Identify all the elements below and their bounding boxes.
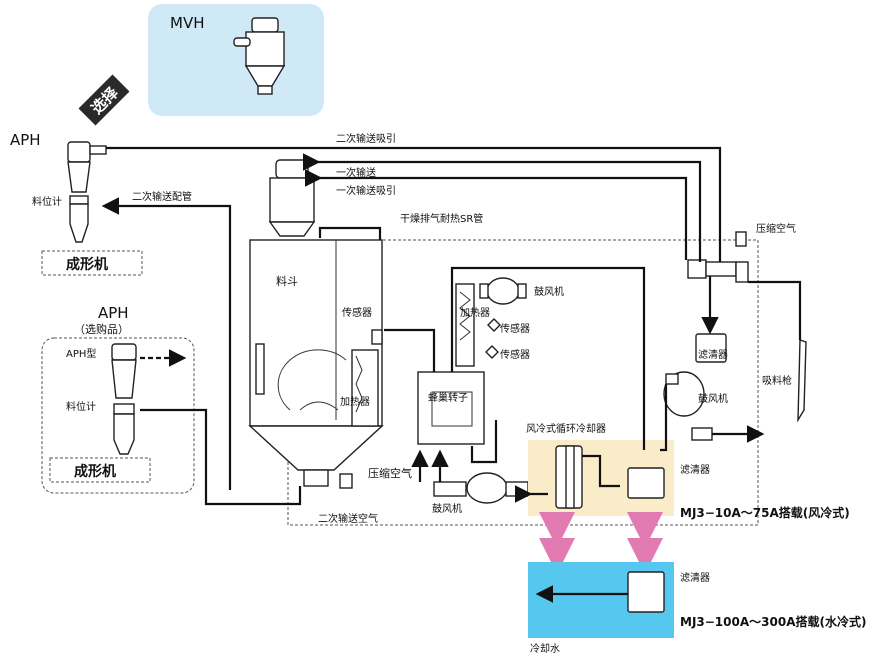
- rotor-label: 蜂巢转子: [428, 391, 468, 404]
- filter-label-1: 滤清器: [698, 348, 728, 361]
- hopper-heater: [351, 349, 379, 427]
- heater-label-2: 加热器: [460, 306, 490, 319]
- label-primary-suction: 一次输送吸引: [336, 184, 396, 197]
- suction-gun-label: 吸料枪: [762, 374, 792, 387]
- blower-label-2: 鼓风机: [432, 502, 462, 515]
- model-water-cooled: MJ3−100A～300A搭载(水冷式): [680, 614, 866, 629]
- compressed-air-label-2: 压缩空气: [756, 222, 796, 235]
- heater-label-1: 加热器: [340, 395, 370, 408]
- hopper-loader: [268, 159, 316, 237]
- filter-label-3: 滤清器: [680, 571, 710, 584]
- heater-column: [455, 283, 475, 367]
- mvh-unit: [233, 17, 286, 95]
- select-badge: 选择: [78, 74, 130, 126]
- label-primary-conveying: 一次输送: [336, 166, 376, 179]
- sensor-1: [371, 329, 383, 345]
- filter-box-2: [627, 467, 665, 499]
- blower-3: [663, 371, 713, 441]
- model-air-cooled: MJ3−10A～75A搭载(风冷式): [680, 505, 850, 520]
- aph-optional-box: [41, 337, 195, 494]
- aph-optional-label: APH: [98, 304, 129, 322]
- aph-top-machine-box: [41, 250, 143, 276]
- air-cooler-label: 风冷式循环冷却器: [526, 422, 606, 435]
- filter-box-3: [627, 571, 665, 613]
- sensor-label-3: 传感器: [500, 348, 530, 361]
- honeycomb-rotor: [417, 371, 485, 445]
- aph-top-level-meter: 料位计: [32, 195, 62, 208]
- aph-top-label: APH: [10, 131, 41, 149]
- aph-optional-unit: [111, 343, 137, 455]
- sensor-2: [487, 318, 501, 332]
- mvh-label: MVH: [170, 14, 204, 32]
- label-secondary-air: 二次输送空气: [318, 512, 378, 525]
- blower-2: [433, 472, 529, 504]
- label-secondary-piping: 二次输送配管: [132, 190, 192, 203]
- blower-label-3: 鼓风机: [698, 392, 728, 405]
- compressed-air-label-1: 压缩空气: [368, 466, 412, 480]
- filter-label-2: 滤清器: [680, 463, 710, 476]
- sensor-3: [485, 345, 499, 359]
- aph-optional-machine: 成形机: [74, 463, 116, 480]
- blower-label-1: 鼓风机: [534, 285, 564, 298]
- sensor-label-1: 传感器: [342, 306, 372, 319]
- blower-1: [479, 277, 527, 305]
- sensor-label-2: 传感器: [500, 322, 530, 335]
- label-dry-exhaust: 干燥排气耐热SR管: [400, 212, 483, 225]
- compressed-air-1: [339, 473, 353, 489]
- label-secondary-suction-top: 二次输送吸引: [336, 132, 396, 145]
- valve-assembly: [687, 231, 749, 283]
- aph-optional-machine-box: [49, 457, 151, 483]
- aph-top-unit: [67, 141, 107, 243]
- cooling-water-label: 冷却水: [530, 642, 560, 655]
- aph-optional-model: APH型: [66, 347, 96, 360]
- aph-top-machine: 成形机: [66, 256, 108, 273]
- suction-gun: [797, 339, 807, 423]
- aph-optional-level-meter: 料位计: [66, 400, 96, 413]
- hopper-label: 料斗: [276, 274, 298, 288]
- aph-optional-note: （选购品）: [74, 322, 129, 336]
